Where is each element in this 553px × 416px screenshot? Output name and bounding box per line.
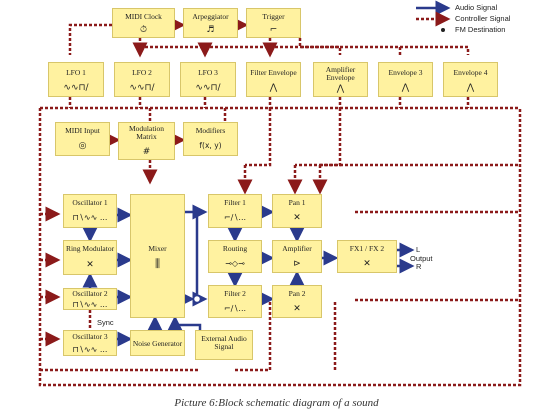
lfo2-box: LFO 2 ∿∿⊓∕ bbox=[114, 62, 170, 97]
legend-controller-label: Controller Signal bbox=[455, 14, 511, 23]
routing-icon: ⊸◇⊸ bbox=[225, 259, 245, 268]
filter1-box: Filter 1 ⌐∕∖... bbox=[208, 194, 262, 228]
routing-box: Routing ⊸◇⊸ bbox=[208, 240, 262, 273]
midi-input-box: MIDI Input ◎ bbox=[55, 122, 110, 156]
waveform-icon: ⊓∖∿∿ ... bbox=[72, 345, 108, 354]
legend bbox=[416, 0, 451, 32]
filter-curve-icon: ⌐∕∖... bbox=[223, 304, 247, 313]
clock-icon: ⏱ bbox=[139, 25, 148, 35]
legend-audio-label: Audio Signal bbox=[455, 3, 498, 12]
output-left-label: L bbox=[416, 245, 421, 254]
waveform-icon: ∿∿⊓∕ bbox=[195, 83, 221, 93]
oscillator2-label: Oscillator 2 bbox=[72, 289, 108, 298]
pan1-box: Pan 1 ✕ bbox=[272, 194, 322, 228]
notes-icon: ♬ bbox=[206, 25, 215, 35]
midi-port-icon: ◎ bbox=[78, 141, 87, 151]
oscillator3-box: Oscillator 3 ⊓∖∿∿ ... bbox=[63, 330, 117, 356]
modifiers-label: Modifiers bbox=[195, 126, 226, 135]
envelope-icon: ⋀ bbox=[466, 83, 475, 93]
lfo3-label: LFO 3 bbox=[198, 68, 218, 77]
fx-label: FX1 / FX 2 bbox=[349, 244, 385, 253]
trigger-label: Trigger bbox=[262, 12, 285, 21]
output-right-label: R bbox=[416, 262, 422, 271]
amplifier-box: Amplifier ⊳ bbox=[272, 240, 322, 273]
noise-generator-label: Noise Generator bbox=[132, 339, 183, 348]
filter-envelope-label: Filter Envelope bbox=[250, 68, 297, 77]
sum-node bbox=[192, 294, 202, 304]
lfo1-box: LFO 1 ∿∿⊓∕ bbox=[48, 62, 104, 97]
modulation-matrix-box: Modulation Matrix # bbox=[118, 122, 175, 160]
amplifier-label: Amplifier bbox=[282, 244, 312, 253]
ring-modulator-label: Ring Modulator bbox=[65, 244, 115, 253]
oscillator3-label: Oscillator 3 bbox=[72, 332, 108, 341]
filter-envelope-box: Filter Envelope ⋀ bbox=[246, 62, 301, 97]
amplifier-envelope-label: Amplifier Envelope bbox=[325, 65, 356, 82]
trigger-box: Trigger ⌐ bbox=[246, 8, 301, 38]
legend-fm-label: FM Destination bbox=[455, 25, 506, 34]
pan2-label: Pan 2 bbox=[288, 289, 306, 298]
amplifier-icon: ⊳ bbox=[293, 259, 301, 269]
cross-icon: ✕ bbox=[86, 260, 94, 270]
routing-label: Routing bbox=[222, 244, 248, 253]
midi-input-label: MIDI Input bbox=[65, 126, 100, 135]
arpeggiator-box: Arpeggiator ♬ bbox=[183, 8, 238, 38]
ring-modulator-box: Ring Modulator ✕ bbox=[63, 240, 117, 275]
lfo1-label: LFO 1 bbox=[66, 68, 86, 77]
noise-generator-box: Noise Generator bbox=[130, 330, 185, 356]
amplifier-envelope-box: Amplifier Envelope ⋀ bbox=[313, 62, 368, 97]
fader-icon: ⫼ bbox=[154, 257, 161, 270]
envelope3-box: Envelope 3 ⋀ bbox=[378, 62, 433, 97]
cross-icon: ✕ bbox=[293, 304, 301, 314]
waveform-icon: ⊓∖∿∿ ... bbox=[72, 300, 108, 309]
filter2-box: Filter 2 ⌐∕∖... bbox=[208, 285, 262, 318]
filter-curve-icon: ⌐∕∖... bbox=[223, 213, 247, 222]
envelope4-box: Envelope 4 ⋀ bbox=[443, 62, 498, 97]
lfo2-label: LFO 2 bbox=[132, 68, 152, 77]
ctrl-wire bbox=[68, 23, 112, 55]
external-audio-label: External Audio Signal bbox=[201, 334, 247, 351]
oscillator1-label: Oscillator 1 bbox=[72, 198, 108, 207]
function-icon: f(x, y) bbox=[199, 141, 222, 150]
pan1-label: Pan 1 bbox=[288, 198, 306, 207]
trigger-icon: ⌐ bbox=[269, 25, 278, 35]
mixer-label: Mixer bbox=[148, 244, 167, 253]
envelope-icon: ⋀ bbox=[269, 83, 278, 93]
envelope-icon: ⋀ bbox=[401, 83, 410, 93]
envelope4-label: Envelope 4 bbox=[453, 68, 488, 77]
filter2-label: Filter 2 bbox=[224, 289, 246, 298]
mixer-box: Mixer ⫼ bbox=[130, 194, 185, 318]
modulation-matrix-label: Modulation Matrix bbox=[129, 124, 164, 141]
sync-label: Sync bbox=[97, 318, 114, 327]
waveform-icon: ∿∿⊓∕ bbox=[129, 83, 155, 93]
pan2-box: Pan 2 ✕ bbox=[272, 285, 322, 318]
midi-clock-box: MIDI Clock ⏱ bbox=[112, 8, 175, 38]
envelope-icon: ⋀ bbox=[336, 84, 345, 94]
midi-clock-label: MIDI Clock bbox=[125, 12, 162, 21]
fx-box: FX1 / FX 2 ✕ bbox=[337, 240, 397, 273]
output-label: Output bbox=[410, 254, 433, 263]
matrix-icon: # bbox=[142, 147, 151, 157]
envelope3-label: Envelope 3 bbox=[388, 68, 423, 77]
arpeggiator-label: Arpeggiator bbox=[192, 12, 229, 21]
cross-icon: ✕ bbox=[363, 259, 371, 269]
waveform-icon: ∿∿⊓∕ bbox=[63, 83, 89, 93]
waveform-icon: ⊓∖∿∿ ... bbox=[72, 213, 108, 222]
cross-icon: ✕ bbox=[293, 213, 301, 223]
diagram-caption: Picture 6:Block schematic diagram of a s… bbox=[174, 397, 379, 409]
modifiers-box: Modifiers f(x, y) bbox=[183, 122, 238, 156]
external-audio-box: External Audio Signal bbox=[195, 330, 253, 360]
oscillator2-box: Oscillator 2 ⊓∖∿∿ ... bbox=[63, 288, 117, 310]
oscillator1-box: Oscillator 1 ⊓∖∿∿ ... bbox=[63, 194, 117, 228]
lfo3-box: LFO 3 ∿∿⊓∕ bbox=[180, 62, 236, 97]
filter1-label: Filter 1 bbox=[224, 198, 246, 207]
